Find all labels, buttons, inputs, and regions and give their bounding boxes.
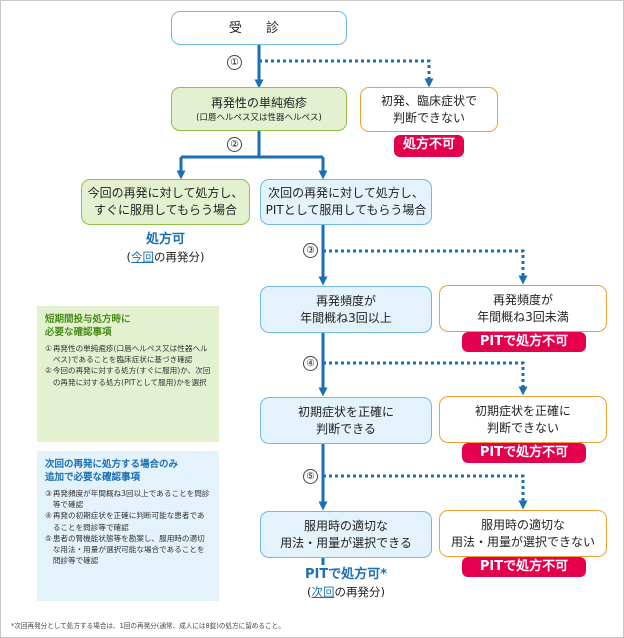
current-episode-result-label: 処方可 [145, 232, 185, 247]
start-box: 受 診 [171, 11, 347, 45]
frequency-yes-box: 再発頻度が 年間概ね3回以上 [260, 286, 432, 333]
pit-result-note: (次回の再発分) [307, 585, 385, 599]
next-episode-check-title: 次回の再発に処方する場合のみ 追加で必要な確認事項 [45, 459, 179, 483]
herpes-subtitle: (口唇ヘルペス又は性器ヘルペス) [196, 112, 322, 123]
first-onset-box: 初発、臨床症状で 判断できない [360, 87, 498, 132]
symptom-yes-line1: 初期症状を正確に [297, 404, 394, 419]
dotted-arrow-to-symptom-no [323, 361, 528, 396]
frequency-no-line1: 再発頻度が [492, 292, 553, 307]
frequency-yes-line2: 年間概ね3回以上 [300, 310, 392, 325]
step-number-2: ② [227, 137, 242, 152]
symptom-no-line2: 判断できない [486, 420, 559, 435]
current-episode-result-note: (今回の再発分) [126, 250, 205, 264]
pit-result-label: PITで処方可* [304, 567, 388, 582]
next-episode-box: 次回の再発に対して処方し、 PITとして服用してもらう場合 [260, 179, 432, 225]
step-number-3: ③ [303, 243, 318, 258]
symptom-no-box: 初期症状を正確に 判断できない [439, 396, 607, 443]
usage-yes-line1: 服用時の適切な [303, 518, 388, 533]
usage-yes-box: 服用時の適切な 用法・用量が選択できる [260, 511, 432, 558]
symptom-yes-box: 初期症状を正確に 判断できる [260, 397, 432, 444]
footnote: *次回再発分として処方する場合は、1回の再発分(通常、成人には8錠)の処方に留め… [11, 622, 285, 630]
herpes-title: 再発性の単純疱疹 [210, 95, 307, 110]
current-highlight: 今回 [131, 250, 154, 264]
next-episode-line2: PITとして服用してもらう場合 [265, 203, 427, 217]
next-highlight: 次回 [311, 585, 335, 599]
dotted-arrow-to-usage-no [323, 474, 528, 510]
pit-result: PITで処方可* (次回の再発分) [260, 566, 432, 600]
current-episode-box: 今回の再発に対して処方し、 すぐに服用してもらう場合 [81, 179, 250, 225]
usage-no-box: 服用時の適切な 用法・用量が選択できない [439, 510, 607, 557]
step-number-5: ⑤ [303, 469, 318, 484]
current-episode-line1: 今回の再発に対して処方し、 [87, 186, 244, 200]
step-number-1: ① [227, 55, 242, 70]
current-episode-result: 処方可 (今回の再発分) [81, 231, 250, 265]
next-episode-line1: 次回の再発に対して処方し、 [268, 186, 424, 200]
frequency-no-badge: PITで処方不可 [462, 332, 586, 352]
frequency-yes-line1: 再発頻度が [315, 293, 376, 308]
frequency-no-line2: 年間概ね3回未満 [477, 309, 569, 324]
step-number-4: ④ [303, 356, 318, 371]
first-onset-line2: 判断できない [392, 110, 465, 125]
usage-no-line2: 用法・用量が選択できない [450, 534, 595, 549]
start-label: 受 診 [228, 20, 290, 36]
usage-no-badge: PITで処方不可 [462, 557, 586, 577]
dotted-arrow-to-freq-no [323, 249, 528, 285]
usage-no-line1: 服用時の適切な [480, 517, 565, 532]
dotted-arrow-to-first-onset [259, 59, 434, 88]
short-term-check-title: 短期間投与処方時に 必要な確認事項 [45, 314, 131, 338]
current-episode-line2: すぐに服用してもらう場合 [93, 203, 238, 217]
symptom-no-line1: 初期症状を正確に [474, 403, 571, 418]
symptom-no-badge: PITで処方不可 [462, 443, 586, 463]
first-onset-line1: 初発、臨床症状で [380, 93, 477, 108]
symptom-yes-line2: 判断できる [316, 421, 376, 436]
herpes-box: 再発性の単純疱疹 (口唇ヘルペス又は性器ヘルペス) [171, 87, 347, 131]
usage-yes-line2: 用法・用量が選択できる [280, 535, 412, 550]
frequency-no-box: 再発頻度が 年間概ね3回未満 [439, 285, 607, 332]
first-onset-badge: 処方不可 [394, 135, 464, 157]
